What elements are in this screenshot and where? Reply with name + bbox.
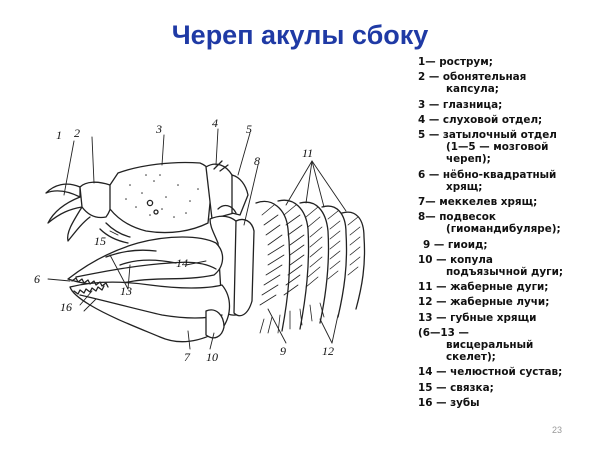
label-7: 7 [184, 350, 191, 364]
ligament [105, 222, 131, 238]
olfactory-capsule [79, 181, 113, 219]
legend-item-continuation: (1—5 — мозговой [446, 141, 549, 154]
legend-item: 4 — слуховой отдел; [418, 114, 598, 126]
gill-arch [255, 200, 291, 332]
label-11: 11 [302, 146, 313, 160]
legend-item-text: 5 — затылочный отдел [418, 129, 557, 142]
legend-item-continuation: подъязычной дуги; [446, 266, 564, 279]
rostrum [45, 183, 81, 198]
rostrum-lower [47, 196, 83, 224]
slide-title: Череп акулы сбоку [171, 20, 429, 50]
legend-item: 3 — глазница; [418, 99, 598, 111]
label-15: 15 [94, 234, 106, 248]
legend-item-continuation: хрящ; [446, 180, 483, 193]
legend-item: 13 — губные хрящи [418, 312, 598, 324]
legend-item-continuation: капсула; [446, 83, 499, 96]
legend-item-continuation: скелет); [446, 351, 496, 364]
cranium [109, 161, 214, 234]
legend-item: 16 — зубы [418, 397, 598, 409]
legend-item-continuation: череп); [446, 153, 491, 166]
copula [205, 309, 225, 339]
shark-skull-drawing: 1 2 3 4 5 8 11 15 6 14 13 16 7 10 9 12 [34, 116, 366, 364]
legend-item: 15 — связка; [418, 382, 598, 394]
legend-item-text: 15 — связка; [418, 381, 494, 394]
label-9: 9 [280, 344, 286, 358]
legend-item-text: (6—13 — [418, 326, 469, 339]
legend-item-text: 14 — челюстной сустав; [418, 366, 563, 379]
shark-skull-figure: 1 2 3 4 5 8 11 15 6 14 13 16 7 10 9 12 [10, 105, 410, 395]
otic-region [205, 163, 235, 220]
legend-item-continuation: (гиомандибуляре); [446, 223, 561, 236]
hyoid [233, 218, 255, 317]
label-13: 13 [120, 284, 132, 298]
label-1: 1 [56, 128, 62, 142]
legend-item-text: 8— подвесок [418, 211, 496, 224]
label-4: 4 [212, 116, 218, 130]
legend-item-text: 4 — слуховой отдел; [418, 113, 543, 126]
gill-rays [259, 204, 361, 334]
occipital-region [231, 174, 249, 216]
legend-item-text: 1— рострум; [418, 56, 493, 68]
legend-item: 12 — жаберные лучи; [418, 296, 598, 308]
legend-item-text: 7— меккелев хрящ; [418, 196, 538, 209]
label-2: 2 [74, 126, 80, 140]
legend-item-text: 11 — жаберные дуги; [418, 281, 549, 294]
legend-item: 1— рострум; [418, 56, 598, 68]
page-number: 23 [552, 425, 563, 435]
label-3: 3 [155, 122, 162, 136]
label-12: 12 [322, 344, 334, 358]
label-16: 16 [60, 300, 72, 314]
cranium-stipple [125, 174, 199, 218]
label-8: 8 [254, 154, 260, 168]
leader-lines [47, 128, 347, 350]
legend-item-text: 3 — глазница; [418, 98, 503, 111]
legend-item-text: 6 — нёбно-квадратный [418, 168, 557, 181]
legend-item: 7— меккелев хрящ; [418, 196, 598, 208]
legend-item: 8— подвесок(гиомандибуляре); [418, 211, 598, 235]
label-5: 5 [246, 122, 252, 136]
label-14: 14 [176, 256, 188, 270]
legend-item-text: 12 — жаберные лучи; [418, 296, 550, 309]
teeth [71, 277, 109, 288]
label-6: 6 [34, 272, 40, 286]
legend-item: 9 — гиоид; [418, 239, 598, 251]
legend-item-text: 13 — губные хрящи [418, 311, 537, 324]
legend-item: 11 — жаберные дуги; [418, 281, 598, 293]
legend-item: 14 — челюстной сустав; [418, 366, 598, 378]
legend-item-continuation: висцеральный [446, 339, 534, 352]
legend-item-text: 2 — обонятельная [418, 71, 527, 84]
legend-item-text: 9 — гиоид; [423, 238, 488, 251]
legend-item-text: 10 — копула [418, 253, 493, 266]
label-10: 10 [206, 350, 218, 364]
legend-item-text: 16 — зубы [418, 396, 480, 409]
